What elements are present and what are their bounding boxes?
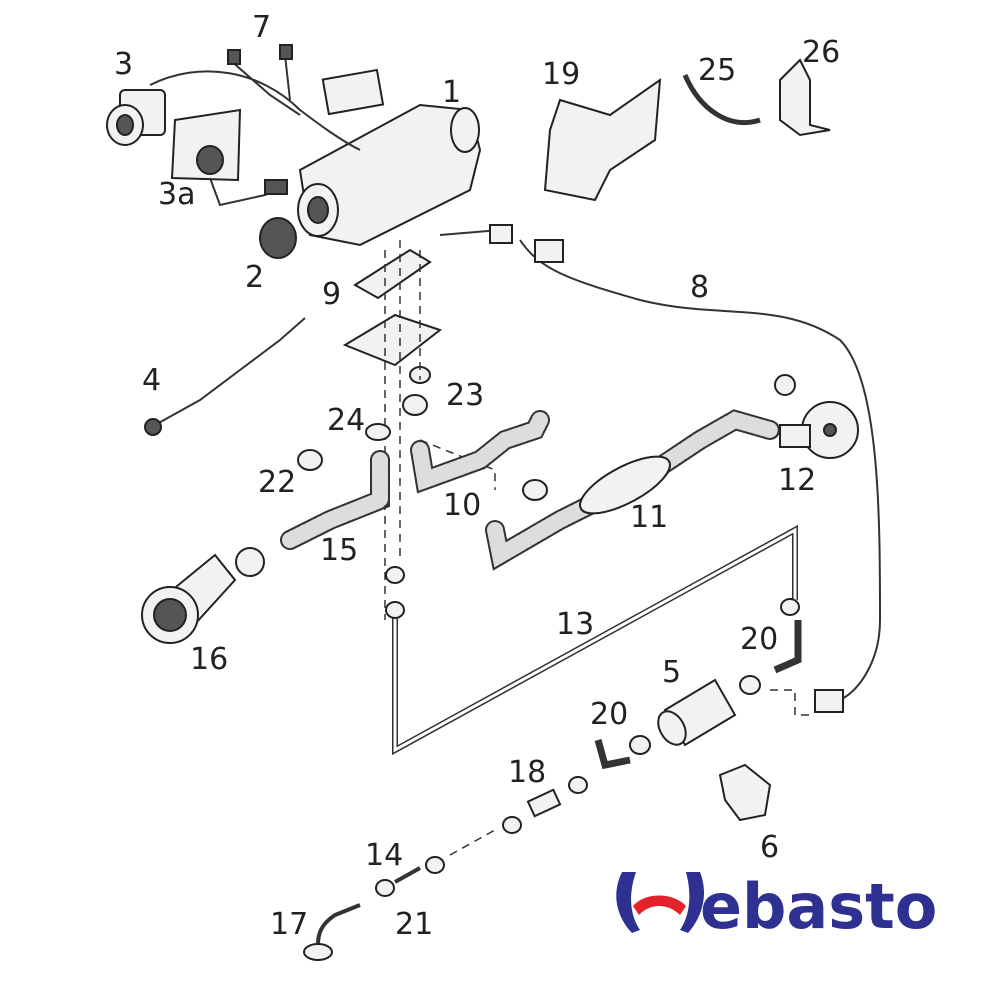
fuel-clip: [385, 566, 405, 584]
label-23: 23: [446, 378, 484, 413]
label-21: 21: [395, 907, 433, 942]
clamp: [375, 879, 395, 897]
label-9: 9: [322, 277, 341, 312]
clamp: [297, 449, 323, 471]
label-6: 6: [760, 830, 779, 865]
label-17: 17: [270, 907, 308, 942]
fuel-filter: [526, 788, 562, 818]
fuel-pump: [629, 675, 761, 755]
bracket-26: [779, 58, 831, 137]
label-25: 25: [698, 53, 736, 88]
fuel-clip: [385, 601, 405, 619]
label-26: 26: [802, 35, 840, 70]
fuel-hose: [394, 866, 421, 884]
gasket: [353, 248, 432, 300]
label-10: 10: [443, 488, 481, 523]
logo-wordmark: ebasto: [700, 870, 937, 943]
clamp: [425, 856, 445, 874]
intake-hose: [410, 410, 550, 494]
exhaust-hose-15: [280, 450, 390, 550]
webasto-logo: ebasto: [616, 870, 937, 943]
label-15: 15: [320, 533, 358, 568]
label-14: 14: [365, 838, 403, 873]
control-panel: [170, 108, 288, 207]
silencer: [141, 553, 237, 644]
label-22: 22: [258, 465, 296, 500]
label-7: 7: [252, 10, 271, 45]
label-13: 13: [556, 607, 594, 642]
label-24: 24: [327, 403, 365, 438]
fuel-standpipe: [316, 903, 361, 946]
wiring-harness: [106, 44, 361, 151]
label-18: 18: [508, 755, 546, 790]
label-8: 8: [690, 270, 709, 305]
exhaust-hose-11: [485, 409, 780, 571]
label-20b: 20: [590, 697, 628, 732]
label-5: 5: [662, 655, 681, 690]
fuel-clip: [780, 598, 800, 616]
mounting-plate: [342, 313, 443, 367]
label-3a: 3a: [158, 177, 195, 212]
label-11: 11: [630, 500, 668, 535]
label-16: 16: [190, 642, 228, 677]
air-grille: [259, 217, 297, 259]
exhaust-outlet: [779, 401, 859, 459]
clamp: [522, 479, 548, 501]
clamp: [502, 816, 522, 834]
clamp: [568, 776, 588, 794]
strap-25: [682, 74, 761, 126]
pump-bracket: [718, 763, 772, 822]
label-20: 20: [740, 622, 778, 657]
fuse-holder: [144, 418, 162, 436]
label-1: 1: [442, 75, 461, 110]
cable-harness-8: [439, 224, 882, 713]
clamp: [365, 423, 391, 441]
fuel-line: [392, 524, 802, 770]
label-3: 3: [114, 47, 133, 82]
heater-unit: [297, 68, 482, 247]
standpipe-base: [303, 943, 333, 961]
clamp: [402, 394, 428, 416]
bracket-19: [543, 77, 662, 202]
clamp: [774, 374, 796, 396]
label-4: 4: [142, 363, 161, 398]
label-19: 19: [542, 57, 580, 92]
label-12: 12: [778, 463, 816, 498]
clamp: [235, 547, 265, 577]
label-2: 2: [245, 260, 264, 295]
cable: [154, 317, 306, 426]
